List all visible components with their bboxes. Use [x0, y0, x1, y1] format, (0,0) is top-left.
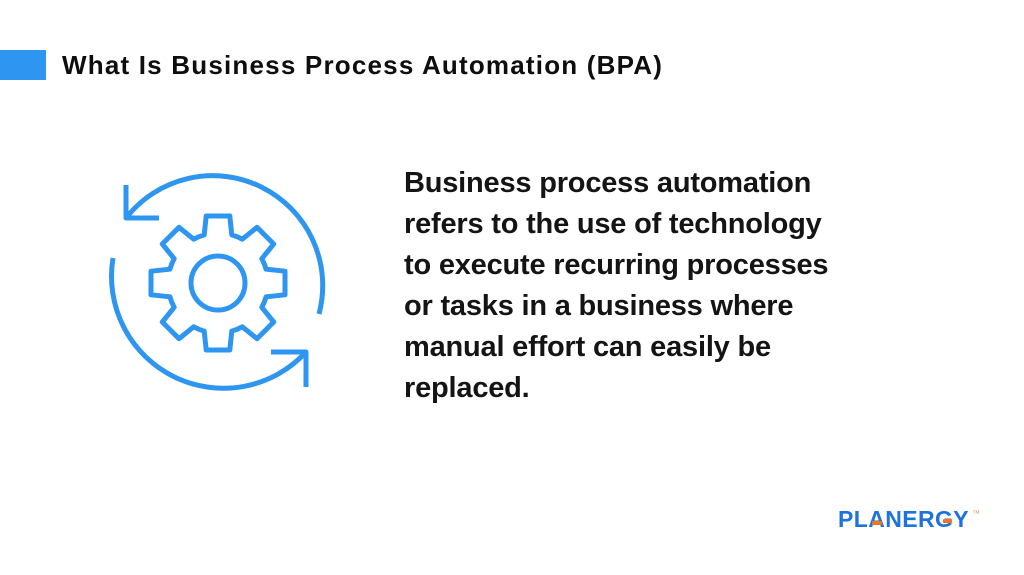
- planergy-logo: PLANERGY ™: [838, 506, 998, 534]
- definition-line: replaced.: [404, 372, 530, 404]
- definition-line: refers to the use of technology: [404, 208, 822, 240]
- logo-a-crossbar: [871, 521, 882, 525]
- logo-trademark: ™: [972, 509, 980, 518]
- title-accent-square: [0, 50, 46, 80]
- definition-line: or tasks in a business where: [404, 290, 794, 322]
- definition-line: manual effort can easily be: [404, 331, 771, 363]
- gear-cycle-icon: [93, 155, 343, 415]
- gear-cycle-icon-svg: [109, 173, 326, 391]
- planergy-logo-text: PLANERGY: [838, 506, 969, 532]
- page-title: What Is Business Process Automation (BPA…: [62, 50, 664, 80]
- definition-text: Business process automation refers to th…: [404, 163, 964, 409]
- definition-line: Business process automation: [404, 167, 812, 199]
- definition-line: to execute recurring processes: [404, 249, 829, 281]
- logo-g-crossbar: [942, 519, 952, 523]
